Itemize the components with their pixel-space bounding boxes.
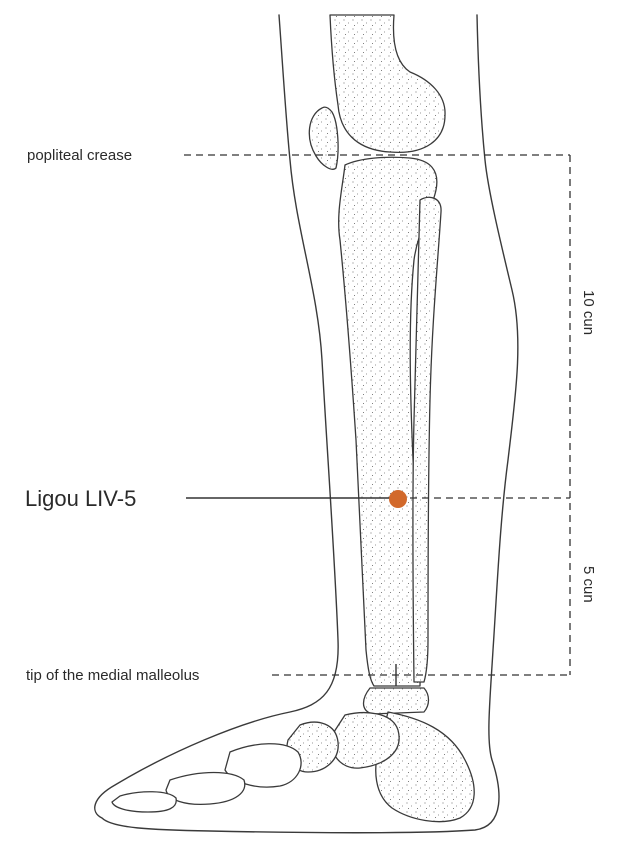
femur-bone bbox=[329, 14, 446, 154]
popliteal-crease-label: popliteal crease bbox=[27, 147, 132, 164]
fibula-bone bbox=[412, 196, 442, 683]
patella-bone bbox=[308, 106, 339, 170]
foot-bones bbox=[111, 687, 475, 823]
point-label: Ligou LIV-5 bbox=[25, 486, 136, 511]
ligou-point-marker bbox=[389, 490, 407, 508]
malleolus-label: tip of the medial malleolus bbox=[26, 667, 199, 684]
lower-measure-label: 5 cun bbox=[580, 566, 597, 603]
measurement-lines bbox=[184, 154, 571, 686]
upper-measure-label: 10 cun bbox=[580, 290, 597, 335]
leg-outline bbox=[94, 14, 519, 834]
